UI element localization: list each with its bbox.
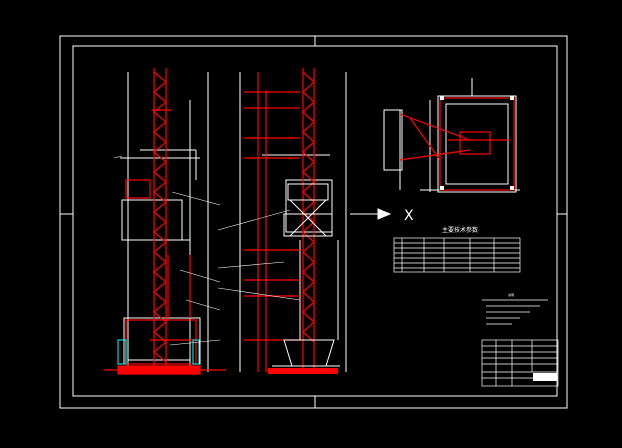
side-cage-outline: [285, 179, 333, 233]
hopper: [272, 339, 340, 367]
side-elevation-view: X: [217, 68, 414, 374]
plan-view: [383, 78, 520, 193]
outer-border: [59, 35, 568, 409]
plan-corners: [440, 96, 514, 190]
view-direction-arrow: [350, 208, 392, 220]
front-leader-lines: [113, 155, 221, 346]
side-base-slab: [268, 368, 338, 374]
plan-structure: [399, 97, 515, 191]
notes-heading: 说明: [508, 292, 514, 297]
params-table-title: 主要技术参数: [442, 226, 478, 234]
wall-ties: [244, 91, 300, 341]
cage-door: [125, 179, 151, 199]
title-block: [481, 339, 559, 387]
cage-outline: [121, 199, 183, 241]
parameters-table: 主要技术参数: [393, 226, 521, 273]
drawing-frame: [59, 35, 568, 409]
side-cage: [283, 183, 333, 237]
side-mast: [257, 68, 315, 372]
notes-block: 说明: [482, 292, 548, 325]
side-leader-lines: [217, 209, 301, 301]
view-marker: X: [404, 208, 414, 224]
buffer-spring: [117, 339, 127, 365]
front-elevation-view: [104, 68, 226, 375]
front-mast: [104, 68, 226, 375]
title-block-logo: [533, 373, 557, 381]
